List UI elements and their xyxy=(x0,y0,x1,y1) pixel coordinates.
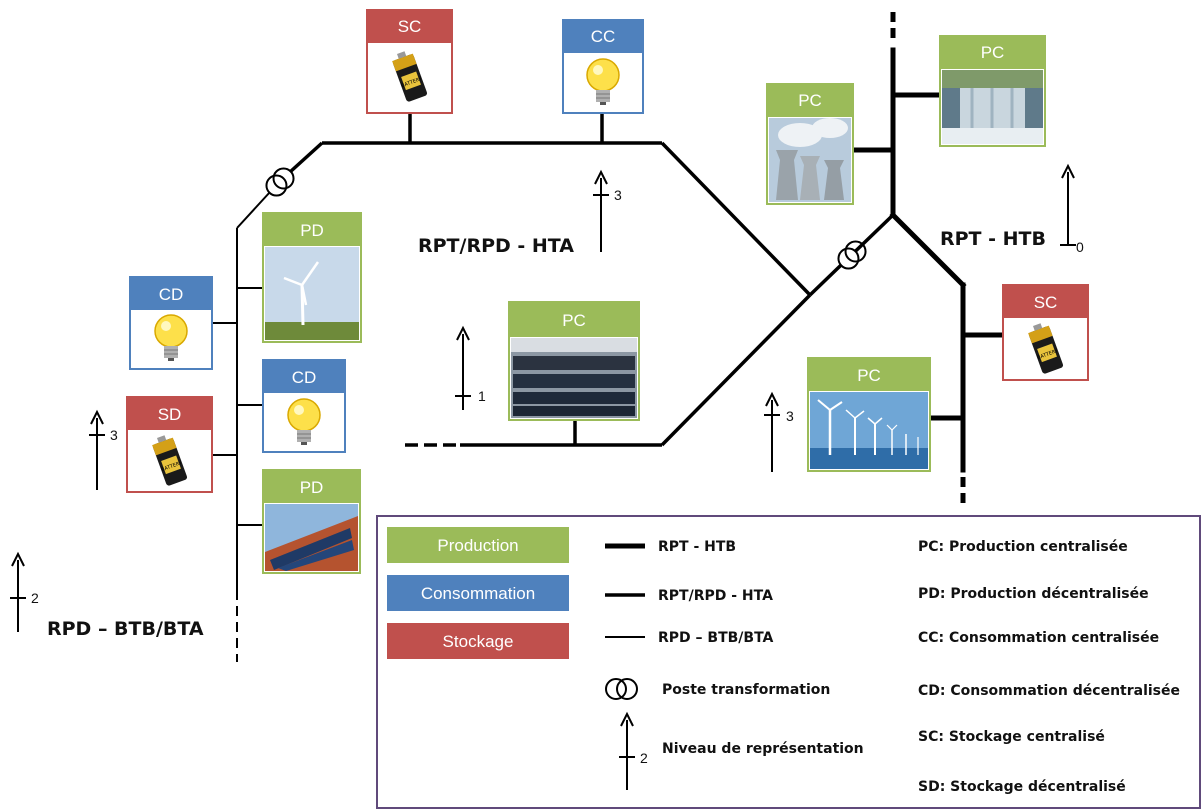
legend-def-cc: CC: Consommation centralisée xyxy=(918,630,1159,646)
legend-production-swatch xyxy=(387,527,569,563)
legend-def-pd: PD: Production décentralisée xyxy=(918,586,1149,602)
node-pc-hydro: PC xyxy=(939,35,1046,147)
legend-consommation-label: Consommation xyxy=(421,584,535,603)
legend-transformer-icon xyxy=(605,678,638,700)
level-value: 0 xyxy=(1076,239,1084,255)
level-value: 3 xyxy=(614,187,622,203)
node-sc-right: SC xyxy=(1002,284,1089,381)
line-rpt-htb xyxy=(850,47,1006,473)
node-cc-top: CC xyxy=(562,19,644,114)
node-cd-upper: CD xyxy=(129,276,213,370)
node-pc-solar-label: PC xyxy=(562,311,586,330)
level-arrow-hta: 3 xyxy=(593,169,622,252)
wind-farm-image xyxy=(810,392,928,469)
legend-line-bt-label: RPD – BTB/BTA xyxy=(658,630,774,646)
node-pd-solar-roof-label: PD xyxy=(300,478,324,497)
level-value: 2 xyxy=(31,590,39,606)
legend-consommation-swatch xyxy=(387,575,569,611)
node-pc-nuclear: PC xyxy=(766,83,854,205)
legend-production-label: Production xyxy=(437,536,518,555)
line-rpd-btb-bta xyxy=(212,191,271,600)
node-sc-right-label: SC xyxy=(1034,293,1058,312)
legend-transformer-label: Poste transformation xyxy=(662,682,830,698)
wind-turbine-image xyxy=(265,247,359,340)
node-cc-top-label: CC xyxy=(591,27,616,46)
node-pc-hydro-label: PC xyxy=(981,43,1005,62)
level-arrow-wind-farm: 3 xyxy=(764,391,794,472)
node-sd: SD xyxy=(126,396,213,493)
solar-roof-image xyxy=(265,504,358,571)
legend-def-sc: SC: Stockage centralisé xyxy=(918,729,1105,745)
level-value: 1 xyxy=(478,388,486,404)
legend-stockage-swatch xyxy=(387,623,569,659)
node-sc-top-label: SC xyxy=(398,17,422,36)
node-pc-solar: PC xyxy=(508,301,640,421)
legend-def-cd: CD: Consommation décentralisée xyxy=(918,683,1180,699)
level-arrow-solar: 1 xyxy=(455,325,486,410)
node-pc-wind-farm: PC xyxy=(807,357,931,472)
line-rpt-rpd-hta xyxy=(288,113,895,447)
node-cd-upper-label: CD xyxy=(159,285,184,304)
legend-level-label: Niveau de représentation xyxy=(662,741,864,757)
legend: Production Consommation Stockage RPT - H… xyxy=(376,515,1201,809)
level-arrow-htb: 0 xyxy=(1060,163,1084,255)
node-cd-lower-label: CD xyxy=(292,368,317,387)
level-value: 3 xyxy=(786,408,794,424)
label-rpt-htb: RPT - HTB xyxy=(940,228,1046,250)
node-pd-wind-label: PD xyxy=(300,221,324,240)
node-pd-solar-roof: PD xyxy=(262,469,361,574)
hydro-dam-image xyxy=(942,70,1043,144)
cooling-towers-image xyxy=(769,118,851,202)
label-rpt-rpd-hta: RPT/RPD - HTA xyxy=(418,235,574,257)
legend-level-arrow xyxy=(619,711,635,790)
level-value: 3 xyxy=(110,427,118,443)
legend-level-value: 2 xyxy=(640,750,648,766)
legend-def-pc: PC: Production centralisée xyxy=(918,539,1128,555)
node-sc-top: SC xyxy=(366,9,453,114)
label-rpd-btb-bta: RPD – BTB/BTA xyxy=(47,618,204,640)
legend-line-htb-label: RPT - HTB xyxy=(658,539,736,555)
legend-line-hta-label: RPT/RPD - HTA xyxy=(658,588,773,604)
legend-stockage-label: Stockage xyxy=(443,632,514,651)
node-pd-wind: PD xyxy=(262,212,362,343)
level-arrow-rpd: 2 xyxy=(10,551,39,632)
level-arrow-sd: 3 xyxy=(89,409,118,490)
node-pc-wind-farm-label: PC xyxy=(857,366,881,385)
node-sd-label: SD xyxy=(158,405,182,424)
legend-def-sd: SD: Stockage décentralisé xyxy=(918,779,1126,795)
solar-farm-image xyxy=(511,338,637,418)
node-pc-nuclear-label: PC xyxy=(798,91,822,110)
line-htb-dashes xyxy=(890,12,966,503)
node-cd-lower: CD xyxy=(262,359,346,453)
